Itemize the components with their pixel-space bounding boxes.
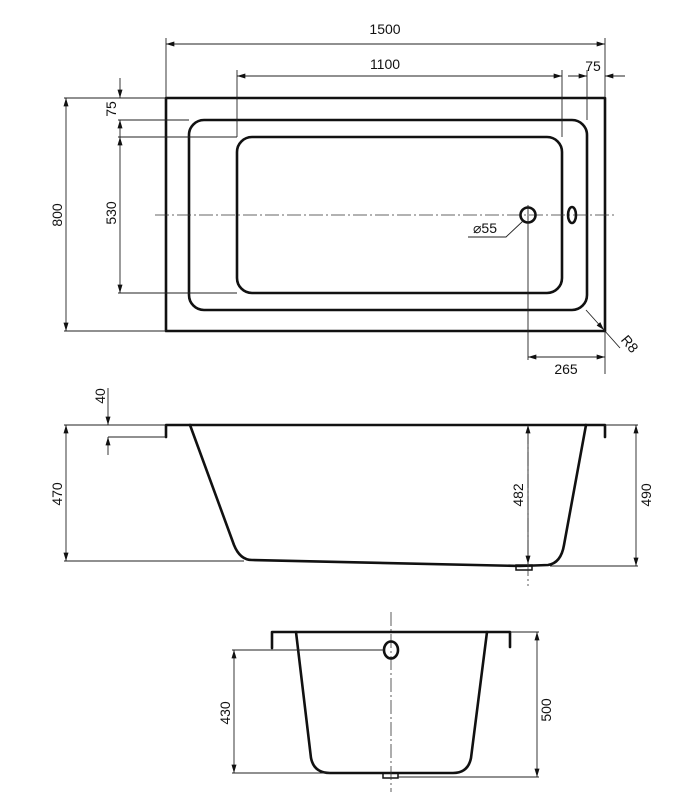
side-extension-lines (64, 424, 638, 567)
drain-fitting (515, 564, 533, 571)
dim-inner-width: 530 (103, 201, 119, 225)
dim-drain-offset: 265 (554, 361, 578, 377)
overflow-hole (566, 205, 578, 225)
extension-lines (64, 38, 606, 374)
side-body (188, 423, 588, 568)
top-view: 1500 1100 75 800 75 530 ⌀55 265 R8 (49, 21, 642, 377)
dim-side-rim: 75 (103, 101, 119, 117)
end-drain-fitting (382, 772, 399, 779)
dim-overflow-height: 430 (217, 701, 233, 725)
side-rim (164, 423, 607, 439)
end-body (294, 630, 489, 775)
dim-overall-length: 1500 (369, 21, 400, 37)
drain-leader (468, 220, 524, 238)
dim-drain-height: 482 (510, 483, 526, 507)
dim-drain-diameter: ⌀55 (473, 220, 497, 236)
dim-inner-length: 1100 (370, 56, 400, 72)
outer-rim (164, 96, 607, 333)
dim-overall-width: 800 (49, 203, 65, 227)
radius-leader-tail (603, 329, 621, 349)
side-view: 40 470 482 490 (49, 388, 654, 586)
dim-left-height: 470 (49, 482, 65, 506)
dim-right-height: 490 (638, 483, 654, 507)
dim-rim-height: 40 (92, 388, 108, 404)
dim-total-height: 500 (538, 698, 554, 722)
end-extension-lines (232, 631, 539, 778)
end-view: 430 500 (217, 612, 554, 792)
end-rim (270, 630, 512, 650)
dim-end-rim: 75 (585, 58, 601, 74)
radius-leader (585, 309, 605, 331)
dim-corner-radius: R8 (618, 332, 642, 356)
